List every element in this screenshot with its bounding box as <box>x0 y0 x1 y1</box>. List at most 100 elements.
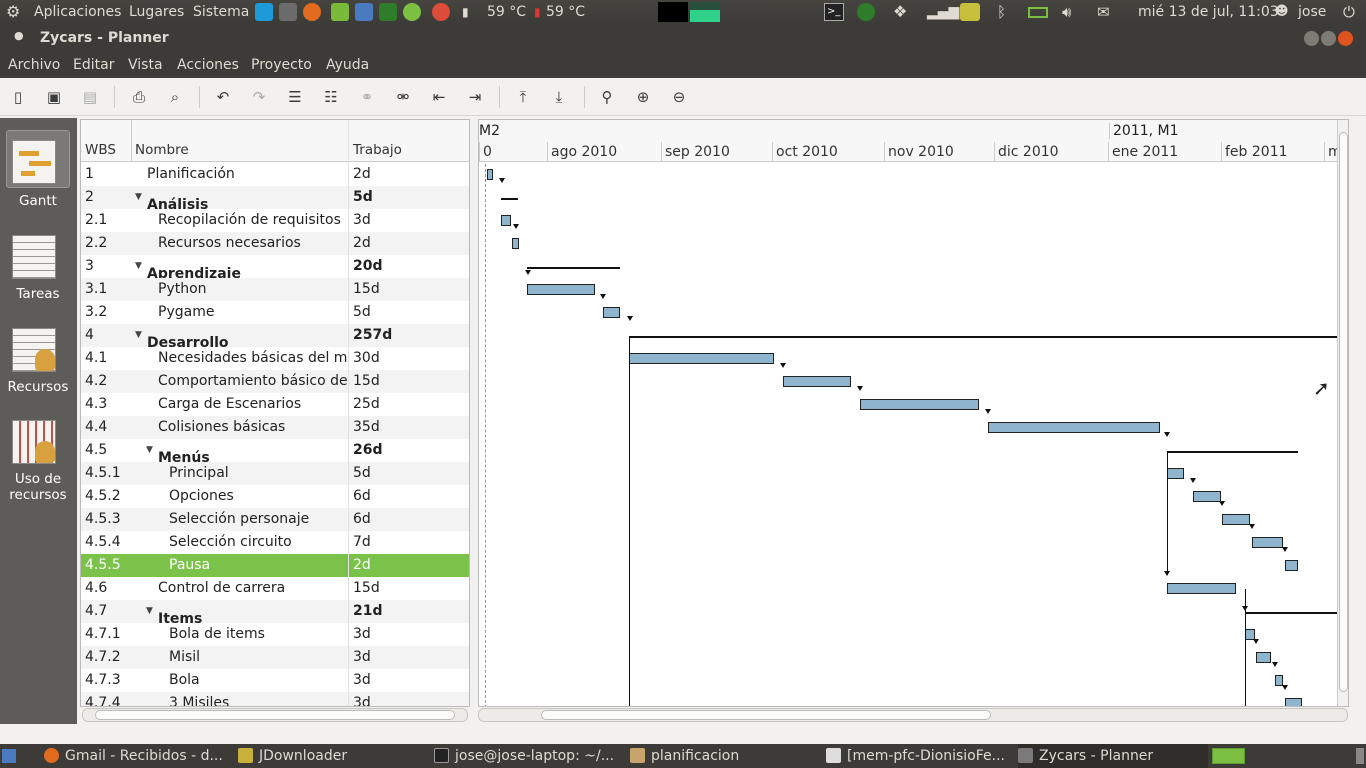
table-hscrollbar[interactable] <box>82 708 468 722</box>
menu-archivo[interactable]: Archivo <box>8 57 61 73</box>
app-launcher-icon[interactable] <box>355 3 373 21</box>
task-bar[interactable] <box>1193 491 1221 502</box>
gantt-vscrollbar[interactable] <box>1337 120 1348 706</box>
unlink-tasks-icon[interactable]: ⚮ <box>396 88 410 106</box>
menu-sistema[interactable]: Sistema <box>193 4 250 20</box>
window-menu-icon[interactable]: ● <box>14 29 24 42</box>
task-bar[interactable] <box>629 353 774 364</box>
redo-icon[interactable]: ↷ <box>252 88 266 106</box>
menu-acciones[interactable]: Acciones <box>177 57 239 73</box>
summary-bar[interactable] <box>527 267 620 269</box>
summary-bar[interactable] <box>629 336 1348 338</box>
save-icon[interactable]: ▤ <box>82 88 98 106</box>
minimize-button[interactable] <box>1304 31 1319 46</box>
expander-triangle-icon[interactable]: ▼ <box>135 330 142 340</box>
dropbox-icon[interactable]: ❖ <box>893 2 908 21</box>
summary-bar[interactable] <box>1245 612 1348 614</box>
expander-triangle-icon[interactable]: ▼ <box>146 606 153 616</box>
summary-bar[interactable] <box>501 198 518 200</box>
tasks-view-icon[interactable] <box>12 235 56 279</box>
taskbar-item-planificacion[interactable]: planificacion <box>630 744 820 768</box>
spotify-launcher-icon[interactable] <box>403 3 421 21</box>
task-bar[interactable] <box>603 307 620 318</box>
move-down-icon[interactable]: ⤓ <box>555 88 563 106</box>
task-bar[interactable] <box>1256 652 1271 663</box>
task-bar[interactable] <box>527 284 595 295</box>
task-bar[interactable] <box>1222 514 1250 525</box>
taskbar-item-terminal[interactable]: jose@jose-laptop: ~/... <box>434 744 624 768</box>
sidebar-recursos-label[interactable]: Recursos <box>7 379 69 395</box>
expander-triangle-icon[interactable]: ▼ <box>135 192 142 202</box>
task-bar[interactable] <box>1285 698 1302 706</box>
resource-usage-view-icon[interactable] <box>12 420 56 464</box>
user-name[interactable]: jose <box>1298 4 1327 20</box>
sidebar-tareas-label[interactable]: Tareas <box>16 286 60 302</box>
menu-vista[interactable]: Vista <box>128 57 163 73</box>
trash-icon[interactable] <box>1356 748 1364 764</box>
chrome-launcher-icon[interactable] <box>432 3 450 21</box>
update-icon[interactable] <box>960 3 980 21</box>
column-wbs[interactable]: WBS <box>85 142 116 158</box>
sidebar-uso-recursos-label[interactable]: Uso de recursos <box>9 471 67 503</box>
zoom-in-icon[interactable]: ⊕ <box>636 88 650 106</box>
print-preview-icon[interactable]: ⌕ <box>170 88 180 106</box>
volume-icon[interactable]: 🔊︎ <box>1062 3 1072 21</box>
undo-icon[interactable]: ↶ <box>216 88 230 106</box>
insert-task-icon[interactable]: ☰ <box>288 88 302 106</box>
zoom-out-icon[interactable]: ⊖ <box>672 88 686 106</box>
link-tasks-icon[interactable]: ⚭ <box>360 88 374 106</box>
menu-ayuda[interactable]: Ayuda <box>326 57 370 73</box>
maximize-button[interactable] <box>1321 31 1336 46</box>
taskbar-item-planner[interactable]: Zycars - Planner <box>1018 744 1208 768</box>
resources-view-icon[interactable] <box>12 328 56 372</box>
insert-tasks-icon[interactable]: ☷ <box>324 88 338 106</box>
show-desktop-icon[interactable] <box>2 749 16 763</box>
task-bar[interactable] <box>512 238 519 249</box>
mail-icon[interactable]: ✉ <box>1097 3 1110 21</box>
menu-lugares[interactable]: Lugares <box>129 4 185 20</box>
network-icon[interactable]: ▂▄▆ <box>927 4 960 20</box>
column-nombre[interactable]: Nombre <box>135 142 189 158</box>
zoom-fit-icon[interactable]: ⚲ <box>601 88 613 106</box>
taskbar-item-gmail[interactable]: Gmail - Recibidos - d... <box>44 744 230 768</box>
user-icon[interactable]: ☻ <box>1275 4 1289 19</box>
taskbar-item-jdownloader[interactable]: JDownloader <box>238 744 428 768</box>
unindent-icon[interactable]: ⇥ <box>468 88 482 106</box>
sidebar-gantt-label[interactable]: Gantt <box>19 193 57 209</box>
menu-aplicaciones[interactable]: Aplicaciones <box>34 4 122 20</box>
indent-icon[interactable]: ⇤ <box>432 88 446 106</box>
menu-editar[interactable]: Editar <box>73 57 115 73</box>
close-button[interactable] <box>1338 31 1353 46</box>
terminal-icon[interactable]: >_ <box>824 3 844 21</box>
task-bar[interactable] <box>487 169 493 180</box>
bluetooth-icon[interactable]: ᛒ <box>997 3 1007 21</box>
ubuntu-logo-icon[interactable]: ⚙ <box>6 2 21 21</box>
gantt-view-icon[interactable] <box>12 140 56 184</box>
task-bar[interactable] <box>1275 675 1283 686</box>
task-bar[interactable] <box>1167 583 1236 594</box>
task-bar[interactable] <box>783 376 851 387</box>
task-bar[interactable] <box>988 422 1160 433</box>
media-launcher-icon[interactable] <box>331 3 349 21</box>
task-bar[interactable] <box>1167 468 1184 479</box>
print-icon[interactable]: ⎙ <box>132 88 145 106</box>
